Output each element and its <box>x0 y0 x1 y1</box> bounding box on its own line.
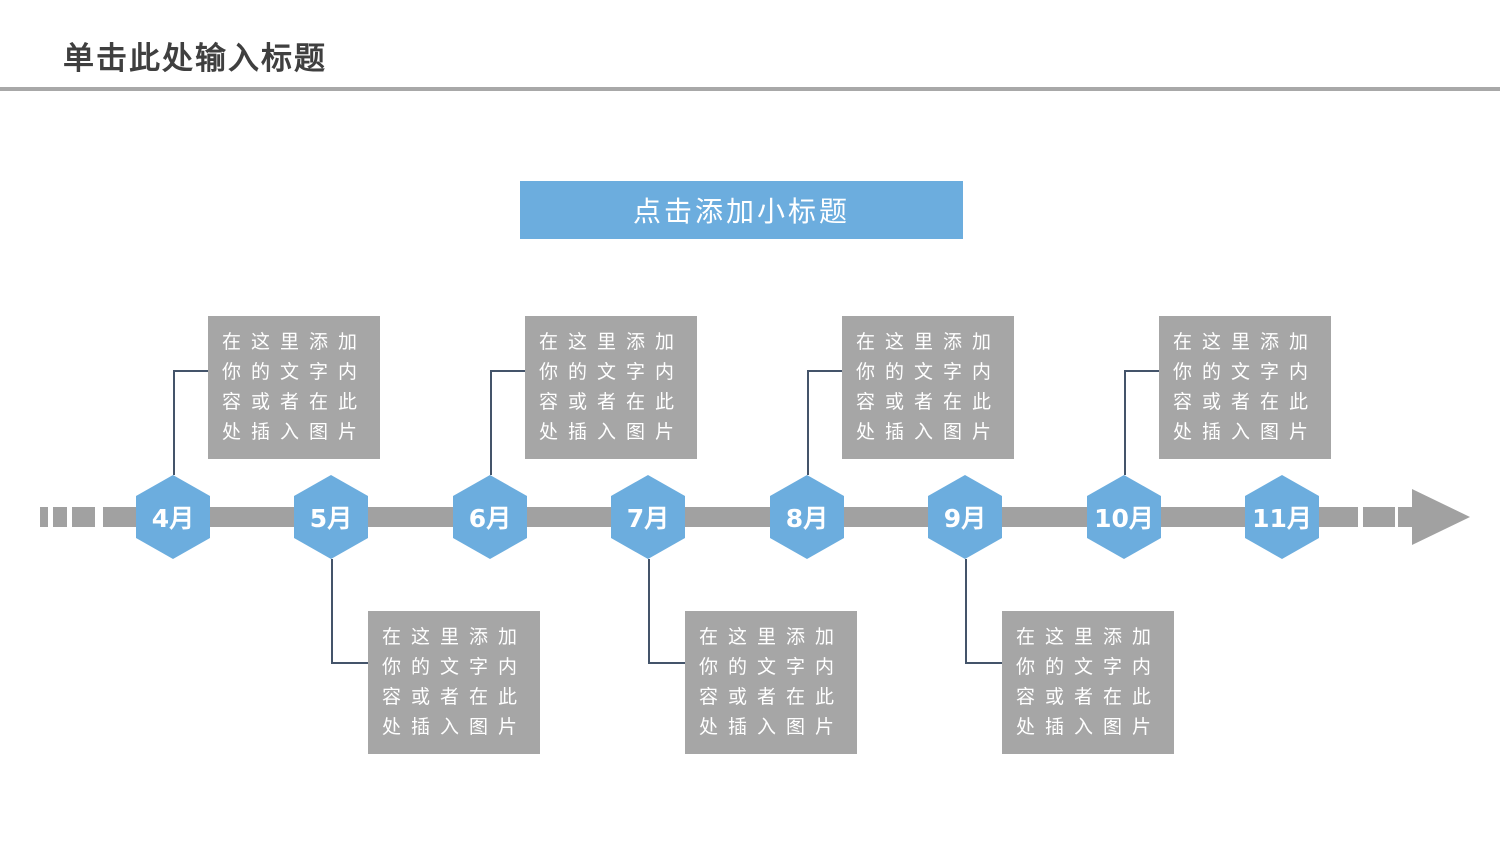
connector-line <box>807 370 842 475</box>
connector-line <box>1124 370 1159 475</box>
timeline-dash <box>1398 507 1412 527</box>
note-box[interactable]: 在这里添加你的文字内容或者在此处插入图片 <box>368 611 540 754</box>
note-box[interactable]: 在这里添加你的文字内容或者在此处插入图片 <box>525 316 697 459</box>
timeline-node-label: 7月 <box>626 504 670 533</box>
timeline-node-label: 10月 <box>1094 504 1154 533</box>
note-box[interactable]: 在这里添加你的文字内容或者在此处插入图片 <box>685 611 857 754</box>
timeline-node-label: 8月 <box>785 504 829 533</box>
timeline-dash <box>1363 507 1395 527</box>
timeline-node: 8月 <box>770 475 844 559</box>
timeline-node: 4月 <box>136 475 210 559</box>
page-title[interactable]: 单击此处输入标题 <box>63 41 327 77</box>
timeline-node-label: 4月 <box>151 504 195 533</box>
subtitle-box[interactable]: 点击添加小标题 <box>520 181 963 239</box>
connector-line <box>331 559 368 664</box>
timeline-node: 10月 <box>1087 475 1161 559</box>
timeline-node: 11月 <box>1245 475 1319 559</box>
timeline-node-label: 9月 <box>943 504 987 533</box>
timeline-node-label: 6月 <box>468 504 512 533</box>
connector-line <box>173 370 208 475</box>
note-box[interactable]: 在这里添加你的文字内容或者在此处插入图片 <box>842 316 1014 459</box>
connector-line <box>490 370 525 475</box>
note-box[interactable]: 在这里添加你的文字内容或者在此处插入图片 <box>1159 316 1331 459</box>
timeline-node: 9月 <box>928 475 1002 559</box>
connector-line <box>648 559 685 664</box>
timeline-node: 7月 <box>611 475 685 559</box>
title-divider <box>0 87 1500 91</box>
timeline-dash <box>53 507 67 527</box>
connector-line <box>965 559 1002 664</box>
timeline-node-label: 5月 <box>309 504 353 533</box>
note-box[interactable]: 在这里添加你的文字内容或者在此处插入图片 <box>208 316 380 459</box>
timeline-node: 5月 <box>294 475 368 559</box>
timeline-dash <box>72 507 95 527</box>
timeline-dash <box>40 507 48 527</box>
timeline-bar <box>103 507 1358 527</box>
subtitle-label: 点击添加小标题 <box>632 195 850 228</box>
note-box[interactable]: 在这里添加你的文字内容或者在此处插入图片 <box>1002 611 1174 754</box>
timeline-node-label: 11月 <box>1252 504 1312 533</box>
timeline-node: 6月 <box>453 475 527 559</box>
timeline-arrowhead-icon <box>1412 489 1470 545</box>
